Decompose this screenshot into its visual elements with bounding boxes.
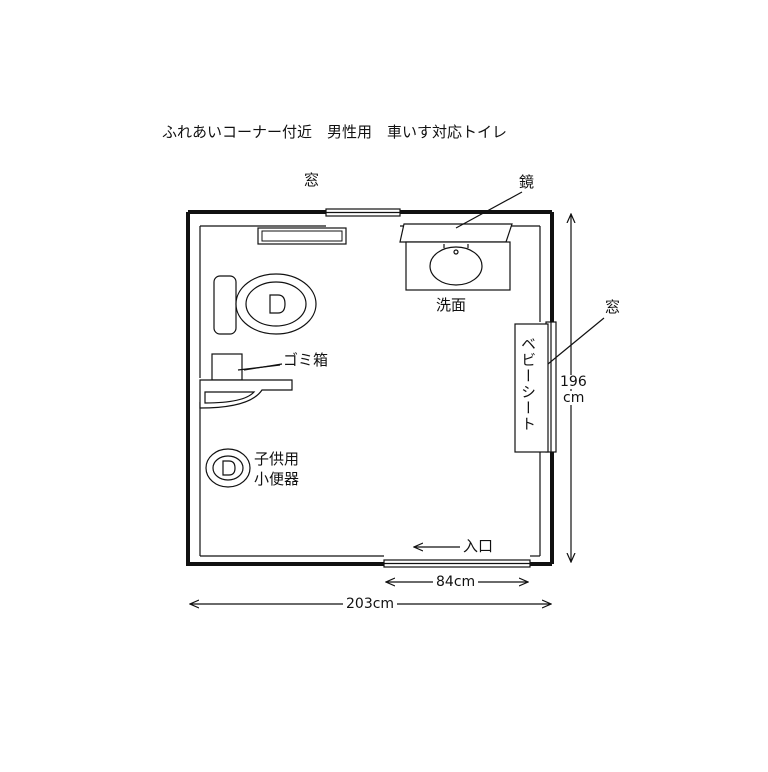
child-urinal-label-line1: 子供用 [254, 450, 300, 468]
mirror-counter [399, 223, 513, 243]
right-window-leader [547, 317, 605, 365]
mirror-leader [455, 191, 523, 229]
window-top-label: 窓 [304, 171, 320, 189]
baby-seat [514, 323, 549, 453]
wall-shelf-inner [261, 230, 343, 242]
window-right-label: 窓 [605, 298, 621, 316]
top-window [325, 208, 401, 217]
room-width-label: 203cm [343, 597, 398, 611]
entrance-label: 入口 [463, 537, 494, 555]
baby-seat-label: ベビーシート [519, 336, 537, 432]
room-depth-unit: cm [560, 391, 588, 405]
trash-bin [211, 353, 281, 381]
trash-label: ゴミ箱 [283, 351, 329, 369]
room-depth-value: 196 [557, 375, 590, 389]
plan-title: ふれあいコーナー付近 男性用 車いす対応トイレ [162, 123, 508, 141]
child-urinal [205, 448, 251, 488]
child-urinal-label-line2: 小便器 [254, 470, 300, 488]
toilet [213, 273, 317, 335]
entrance-door [383, 559, 531, 568]
outer-walls [186, 210, 554, 566]
trash-leader [243, 363, 283, 371]
door-width-label: 84cm [433, 575, 479, 589]
mirror-label: 鏡 [519, 173, 535, 191]
sink-label: 洗面 [436, 296, 467, 314]
side-counter [199, 379, 293, 409]
sink [405, 241, 511, 291]
